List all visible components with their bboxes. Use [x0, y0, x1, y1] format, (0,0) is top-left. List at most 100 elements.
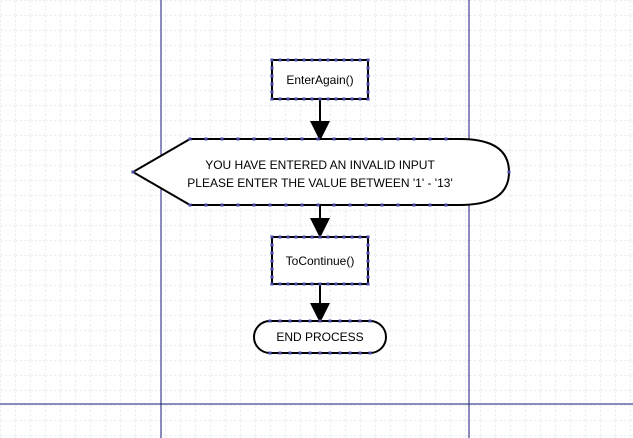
selection-handle	[298, 351, 302, 355]
selection-handle	[300, 203, 304, 207]
selection-handle	[350, 282, 354, 286]
selection-handle	[268, 319, 272, 323]
selection-handle	[412, 137, 416, 141]
selection-handle	[268, 351, 272, 355]
selection-handle	[270, 66, 274, 70]
selection-handle	[364, 203, 368, 207]
selection-handle	[366, 90, 370, 94]
selection-handle	[284, 137, 288, 141]
invalid-input-line-2: PLEASE ENTER THE VALUE BETWEEN '1' - '13…	[187, 176, 452, 190]
selection-handle	[270, 235, 274, 239]
selection-handle	[318, 282, 322, 286]
selection-handle	[334, 235, 338, 239]
selection-handle	[278, 97, 282, 101]
selection-handle	[318, 319, 322, 323]
display-box-invalid-input[interactable]: YOU HAVE ENTERED AN INVALID INPUT PLEASE…	[131, 138, 511, 206]
selection-handle	[302, 58, 306, 62]
selection-handle	[338, 319, 342, 323]
selection-handle	[358, 319, 362, 323]
selection-handle	[310, 58, 314, 62]
selection-handle	[332, 137, 336, 141]
selection-handle	[318, 58, 322, 62]
selection-handle	[366, 58, 370, 62]
selection-handle	[348, 203, 352, 207]
selection-handle	[270, 251, 274, 255]
selection-handle	[338, 351, 342, 355]
selection-handle	[278, 351, 282, 355]
selection-handle	[444, 137, 448, 141]
selection-handle	[220, 137, 224, 141]
selection-handle	[310, 97, 314, 101]
selection-handle	[204, 203, 208, 207]
selection-handle	[334, 282, 338, 286]
selection-handle	[332, 203, 336, 207]
selection-handle	[252, 137, 256, 141]
selection-handle	[302, 97, 306, 101]
selection-handle	[302, 235, 306, 239]
selection-handle	[236, 203, 240, 207]
process-box-to-continue[interactable]: ToContinue()	[271, 236, 369, 285]
selection-handle	[286, 97, 290, 101]
selection-handle	[366, 251, 370, 255]
selection-handle	[270, 82, 274, 86]
selection-handle	[326, 282, 330, 286]
selection-handle	[358, 97, 362, 101]
selection-handle	[364, 137, 368, 141]
selection-handle	[380, 203, 384, 207]
to-continue-label: ToContinue()	[286, 254, 355, 268]
selection-handle	[288, 351, 292, 355]
selection-handle	[396, 203, 400, 207]
selection-handle	[358, 282, 362, 286]
selection-handle	[326, 58, 330, 62]
selection-handle	[366, 282, 370, 286]
selection-handle	[328, 319, 332, 323]
selection-handle	[342, 282, 346, 286]
process-box-enter-again[interactable]: EnterAgain()	[271, 59, 369, 100]
selection-handle	[366, 259, 370, 263]
selection-handle	[326, 235, 330, 239]
selection-handle	[188, 137, 192, 141]
selection-handle	[252, 203, 256, 207]
selection-handle	[270, 282, 274, 286]
selection-handle	[350, 58, 354, 62]
invalid-input-line-1: YOU HAVE ENTERED AN INVALID INPUT	[205, 158, 435, 172]
selection-handle	[270, 259, 274, 263]
selection-handle	[507, 170, 511, 174]
selection-handle	[366, 235, 370, 239]
selection-handles	[131, 58, 511, 355]
selection-handle	[316, 203, 320, 207]
selection-handle	[294, 235, 298, 239]
end-process-label: END PROCESS	[276, 330, 363, 344]
selection-handle	[131, 170, 135, 174]
selection-handle	[278, 282, 282, 286]
selection-handle	[328, 351, 332, 355]
selection-handle	[342, 58, 346, 62]
selection-handle	[298, 319, 302, 323]
selection-handle	[300, 137, 304, 141]
terminator-end-process[interactable]: END PROCESS	[253, 320, 387, 354]
selection-handle	[326, 97, 330, 101]
selection-handle	[268, 137, 272, 141]
selection-handle	[358, 58, 362, 62]
selection-handle	[294, 58, 298, 62]
selection-handle	[270, 90, 274, 94]
selection-handle	[270, 74, 274, 78]
selection-handle	[270, 97, 274, 101]
selection-handle	[278, 58, 282, 62]
selection-handle	[268, 203, 272, 207]
selection-handle	[428, 203, 432, 207]
selection-handle	[350, 235, 354, 239]
selection-handle	[444, 203, 448, 207]
selection-handle	[310, 282, 314, 286]
selection-handle	[204, 137, 208, 141]
selection-handle	[294, 97, 298, 101]
selection-handle	[348, 319, 352, 323]
selection-handle	[318, 351, 322, 355]
selection-handle	[286, 58, 290, 62]
selection-handle	[278, 235, 282, 239]
selection-handle	[366, 243, 370, 247]
selection-handle	[368, 351, 372, 355]
selection-handle	[284, 203, 288, 207]
selection-handle	[270, 267, 274, 271]
